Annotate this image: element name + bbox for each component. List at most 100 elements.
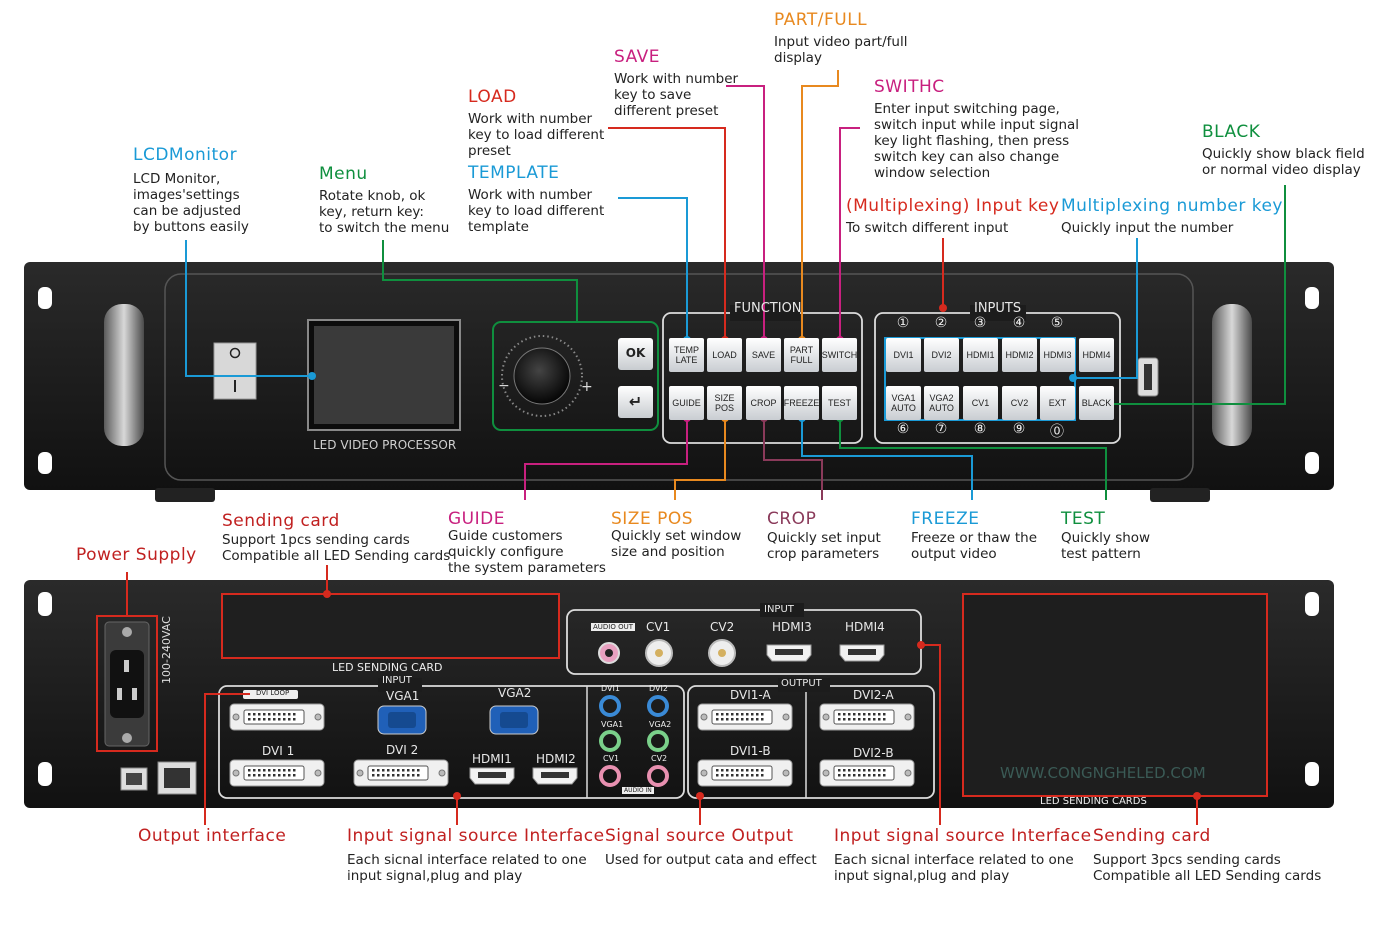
crop-title: CROP [767, 509, 817, 529]
freeze-title: FREEZE [911, 509, 980, 529]
watermark: WWW.CONGNGHELED.COM [1000, 764, 1206, 782]
input-key[interactable]: CV1 [963, 386, 998, 420]
partfull-desc: Input video part/full display [774, 34, 908, 66]
audio-out-label: AUDIO OUT [591, 623, 636, 631]
input2-desc: Each sicnal interface related to one inp… [834, 852, 1074, 884]
svg-text:+: + [581, 379, 593, 395]
audio-jack-label: CV2 [651, 754, 668, 763]
svg-text:−: − [498, 378, 510, 394]
hdmi1-label: HDMI1 [472, 752, 512, 766]
black-desc: Quickly show black field or normal video… [1202, 146, 1365, 178]
number-marker: ② [934, 315, 948, 331]
input-left-label: INPUT [382, 675, 412, 686]
inputkey-desc: To switch different input [846, 220, 1009, 236]
sizepos-title: SIZE POS [611, 509, 694, 529]
audio-jack-label: CV1 [603, 754, 620, 763]
input-key[interactable]: DVI2 [924, 338, 959, 372]
function-key[interactable]: CROP [746, 386, 781, 420]
dvi2a-label: DVI2-A [853, 688, 894, 702]
inputs-label: INPUTS [974, 301, 1022, 316]
sendingcard1-desc: Support 1pcs sending cards Compatible al… [222, 532, 451, 564]
input-top-label: INPUT [764, 604, 794, 615]
power-title: Power Supply [76, 545, 197, 565]
number-marker: ① [896, 315, 910, 331]
numberkey-title: Multiplexing number key [1061, 196, 1283, 216]
test-desc: Quickly show test pattern [1061, 530, 1151, 562]
input1-title: Input signal source Interface [347, 826, 605, 846]
input2-title: Input signal source Interface [834, 826, 1092, 846]
function-key[interactable]: TEMP LATE [669, 338, 704, 372]
ok-button-shape [618, 338, 653, 370]
hdmi3-label: HDMI3 [772, 620, 812, 634]
left-handle [104, 304, 144, 446]
input-key[interactable]: VGA1 AUTO [886, 386, 921, 420]
function-label: FUNCTION [734, 301, 802, 316]
load-title: LOAD [468, 87, 517, 107]
input-key[interactable]: DVI1 [886, 338, 921, 372]
sending-cards-slot [962, 593, 1268, 797]
output-label: OUTPUT [781, 678, 822, 689]
template-title: TEMPLATE [468, 163, 560, 183]
hdmi4-label: HDMI4 [845, 620, 885, 634]
vga1-label: VGA1 [386, 689, 420, 703]
audio-jack-label: VGA2 [649, 720, 672, 729]
crop-desc: Quickly set input crop parameters [767, 530, 881, 562]
rotary-knob [513, 347, 571, 405]
sendingcard3-title: Sending card [1093, 826, 1211, 846]
numberkey-desc: Quickly input the number [1061, 220, 1234, 236]
function-key[interactable]: LOAD [707, 338, 742, 372]
led-sending-card-label: LED SENDING CARD [332, 661, 443, 674]
number-marker: ⑥ [896, 421, 910, 437]
input-key[interactable]: HDMI3 [1040, 338, 1075, 372]
back-button[interactable]: ↵ [628, 392, 643, 411]
sendingcard1-title: Sending card [222, 511, 340, 531]
right-handle [1212, 304, 1252, 446]
audio-jack-label: DVI1 [601, 684, 620, 693]
rack-hole [1305, 287, 1319, 309]
number-marker: ⑨ [1012, 421, 1026, 437]
function-key[interactable]: SWITCH [822, 338, 857, 372]
number-marker: ⓪ [1050, 424, 1064, 440]
function-key[interactable]: TEST [822, 386, 857, 420]
input-key[interactable]: HDMI4 [1079, 338, 1114, 372]
audio-in-label: AUDIO IN [622, 787, 654, 794]
lcd-caption: LED VIDEO PROCESSOR [313, 438, 457, 452]
voltage-label: 100-240VAC [160, 616, 173, 684]
save-title: SAVE [614, 47, 661, 67]
input-key[interactable]: CV2 [1002, 386, 1037, 420]
guide-title: GUIDE [448, 509, 505, 529]
function-key[interactable]: FREEZE [784, 386, 819, 420]
switch-desc: Enter input switching page, switch input… [874, 101, 1080, 181]
load-desc: Work with number key to load different p… [468, 111, 605, 159]
led-sending-cards-label: LED SENDING CARDS [1040, 796, 1147, 807]
rack-hole [1305, 452, 1319, 474]
function-key[interactable]: SAVE [746, 338, 781, 372]
dvi1b-label: DVI1-B [730, 744, 771, 758]
function-key[interactable]: PART FULL [784, 338, 819, 372]
input1-desc: Each sicnal interface related to one inp… [347, 852, 587, 884]
test-title: TEST [1061, 509, 1106, 529]
function-key[interactable]: GUIDE [669, 386, 704, 420]
input-key[interactable]: HDMI1 [963, 338, 998, 372]
rack-hole [38, 287, 52, 309]
dvi2b-label: DVI2-B [853, 746, 894, 760]
dvi-loop-label: DVI LOOP [256, 689, 290, 697]
dvi1-label: DVI 1 [262, 744, 295, 758]
input-key[interactable]: VGA2 AUTO [924, 386, 959, 420]
input-key[interactable]: BLACK [1079, 386, 1114, 420]
vga2-label: VGA2 [498, 686, 532, 700]
sending-card-slot [221, 593, 560, 659]
function-key[interactable]: SIZE POS [707, 386, 742, 420]
partfull-title: PART/FULL [774, 10, 868, 30]
rear-panel [24, 580, 1334, 808]
freeze-desc: Freeze or thaw the output video [911, 530, 1038, 562]
menu-title: Menu [319, 164, 368, 184]
input-key[interactable]: EXT [1040, 386, 1075, 420]
hdmi2-label: HDMI2 [536, 752, 576, 766]
input-key[interactable]: HDMI2 [1002, 338, 1037, 372]
sizepos-desc: Quickly set window size and position [611, 528, 742, 560]
black-title: BLACK [1202, 122, 1261, 142]
ok-button[interactable]: OK [625, 346, 646, 360]
lcd-desc: LCD Monitor, images'settings can be adju… [133, 171, 249, 235]
